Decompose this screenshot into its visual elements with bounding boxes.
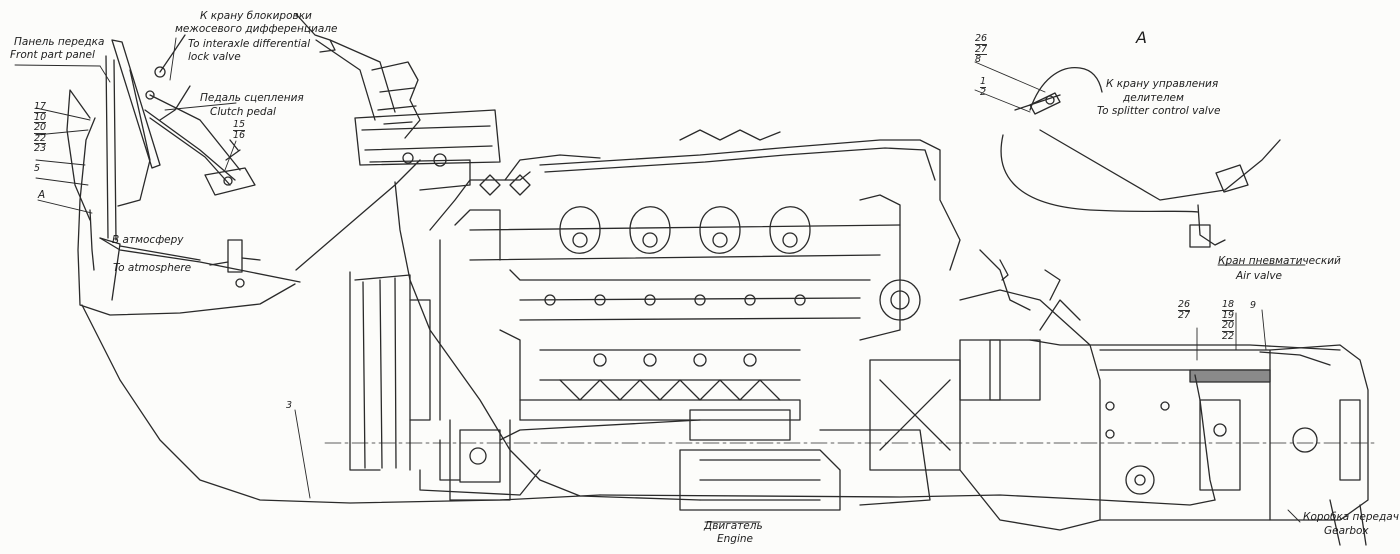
gearbox-part-numbers-a: 26 27 <box>1178 299 1191 321</box>
atmosphere-label-ru: В атмосферу <box>112 234 184 246</box>
clutch-label-ru: Педаль сцепления <box>200 92 304 104</box>
part-number: 16 <box>233 129 246 141</box>
part-number: 10 <box>34 111 47 123</box>
part-number: 18 <box>1222 299 1235 311</box>
front-panel-label-ru: Панель передка <box>14 36 105 48</box>
interaxle-label-en-1: To interaxle differential <box>188 38 311 50</box>
leader-lines <box>14 37 1306 523</box>
part-number: 26 <box>975 33 988 45</box>
part-number: 23 <box>34 143 47 154</box>
air-hose-lines <box>81 181 1341 506</box>
gearbox-label-en: Gearbox <box>1324 525 1369 537</box>
top-right-part-numbers: 26 27 8 <box>975 33 988 65</box>
interaxle-label-ru-1: К крану блокировки <box>200 10 312 22</box>
clutch-pedal-drawing <box>144 109 256 196</box>
engine-label-en: Engine <box>717 533 753 545</box>
view-a-label: А <box>1136 28 1147 47</box>
clutch-label-en: Clutch pedal <box>210 106 276 118</box>
part-number: 22 <box>34 132 47 144</box>
hose-number-3: 3 <box>286 400 293 411</box>
part-number: 26 <box>1178 299 1191 311</box>
part-number-9: 9 <box>1250 300 1257 311</box>
part-number-5: 5 <box>34 163 41 174</box>
gearbox-drawing <box>959 269 1369 546</box>
splitter-label-en: To splitter control valve <box>1097 105 1221 117</box>
part-number: 27 <box>1178 309 1191 321</box>
gearbox-label-ru: Коробка передач <box>1303 511 1399 523</box>
interaxle-label-ru-2: межосевого дифференциале <box>175 23 338 35</box>
part-number: 1 <box>980 76 987 88</box>
part-number: 20 <box>34 122 47 134</box>
gearbox-part-numbers-b: 18 19 20 22 <box>1222 299 1235 342</box>
top-right-part-numbers-2: 1 2 <box>980 76 987 98</box>
part-number: 2 <box>980 86 987 98</box>
detail-a-drawing <box>1000 67 1281 248</box>
splitter-label-ru-1: К крану управления <box>1106 78 1219 90</box>
part-number: 22 <box>1222 330 1235 342</box>
part-number: 27 <box>975 43 988 55</box>
splitter-label-ru-2: делителем <box>1123 92 1184 104</box>
front-panel-label-en: Front part panel <box>10 49 95 61</box>
gear-lever-drawing <box>295 13 501 191</box>
atmosphere-label-en: To atmosphere <box>113 262 192 274</box>
part-number: 8 <box>975 54 982 65</box>
air-valve-label-ru: Кран пневматический <box>1218 255 1341 267</box>
interaxle-label-en-2: lock valve <box>188 51 241 63</box>
part-number: 19 <box>1222 309 1235 321</box>
front-panel-drawing <box>99 34 241 301</box>
air-valve-label-en: Air valve <box>1236 270 1282 282</box>
part-number: 17 <box>34 101 47 113</box>
part-number: 20 <box>1222 320 1235 332</box>
engine-label-ru: Двигатель <box>704 520 763 532</box>
left-part-numbers: 17 10 20 22 23 <box>34 101 47 154</box>
part-number: 15 <box>233 119 246 131</box>
ref-a-label: А <box>38 189 46 201</box>
engine-drawing <box>349 129 961 511</box>
clutch-part-numbers: 15 16 <box>233 119 246 141</box>
